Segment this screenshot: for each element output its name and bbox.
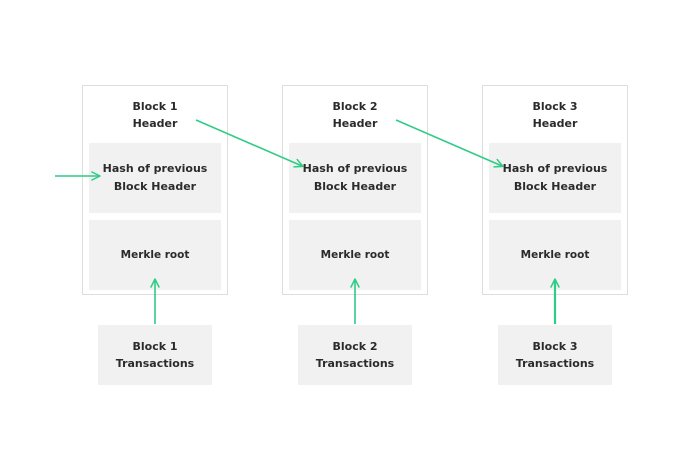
- block-3-transactions: Block 3 Transactions: [498, 325, 612, 385]
- block-2-tx-line2: Transactions: [315, 357, 395, 370]
- block-3-header-label: Header: [532, 116, 578, 130]
- block-3-hash-line2: Block Header: [513, 180, 597, 193]
- block-1-title: Block 1: [132, 99, 178, 113]
- block-1-header: Block 1 Header: [83, 86, 227, 143]
- block-3-title: Block 3: [532, 99, 578, 113]
- block-2: Block 2 Header Hash of previous Block He…: [282, 85, 428, 295]
- block-3-hash-of-previous: Hash of previous Block Header: [489, 143, 621, 213]
- block-1-merkle-label: Merkle root: [120, 249, 190, 261]
- block-2-hash-line1: Hash of previous: [302, 162, 408, 175]
- block-1-header-label: Header: [132, 116, 178, 130]
- block-1-transactions: Block 1 Transactions: [98, 325, 212, 385]
- block-3-tx-line1: Block 3: [532, 340, 578, 353]
- arrow-block1-header-to-block2-hash: [195, 119, 304, 168]
- block-3-merkle-root: Merkle root: [489, 220, 621, 290]
- block-1-tx-line1: Block 1: [132, 340, 178, 353]
- block-2-hash-of-previous: Hash of previous Block Header: [289, 143, 421, 213]
- block-2-tx-line1: Block 2: [332, 340, 378, 353]
- block-2-transactions: Block 2 Transactions: [298, 325, 412, 385]
- block-1-hash-line2: Block Header: [113, 180, 197, 193]
- block-3-header: Block 3 Header: [483, 86, 627, 143]
- arrow-block2-header-to-block3-hash: [395, 119, 504, 168]
- block-3-merkle-label: Merkle root: [520, 249, 590, 261]
- block-2-merkle-label: Merkle root: [320, 249, 390, 261]
- block-1: Block 1 Header Hash of previous Block He…: [82, 85, 228, 295]
- block-2-header-label: Header: [332, 116, 378, 130]
- block-2-title: Block 2: [332, 99, 378, 113]
- block-1-hash-of-previous: Hash of previous Block Header: [89, 143, 221, 213]
- block-3-hash-line1: Hash of previous: [502, 162, 608, 175]
- block-1-tx-line2: Transactions: [115, 357, 195, 370]
- block-2-header: Block 2 Header: [283, 86, 427, 143]
- block-3: Block 3 Header Hash of previous Block He…: [482, 85, 628, 295]
- block-3-tx-line2: Transactions: [515, 357, 595, 370]
- block-1-hash-line1: Hash of previous: [102, 162, 208, 175]
- block-2-hash-line2: Block Header: [313, 180, 397, 193]
